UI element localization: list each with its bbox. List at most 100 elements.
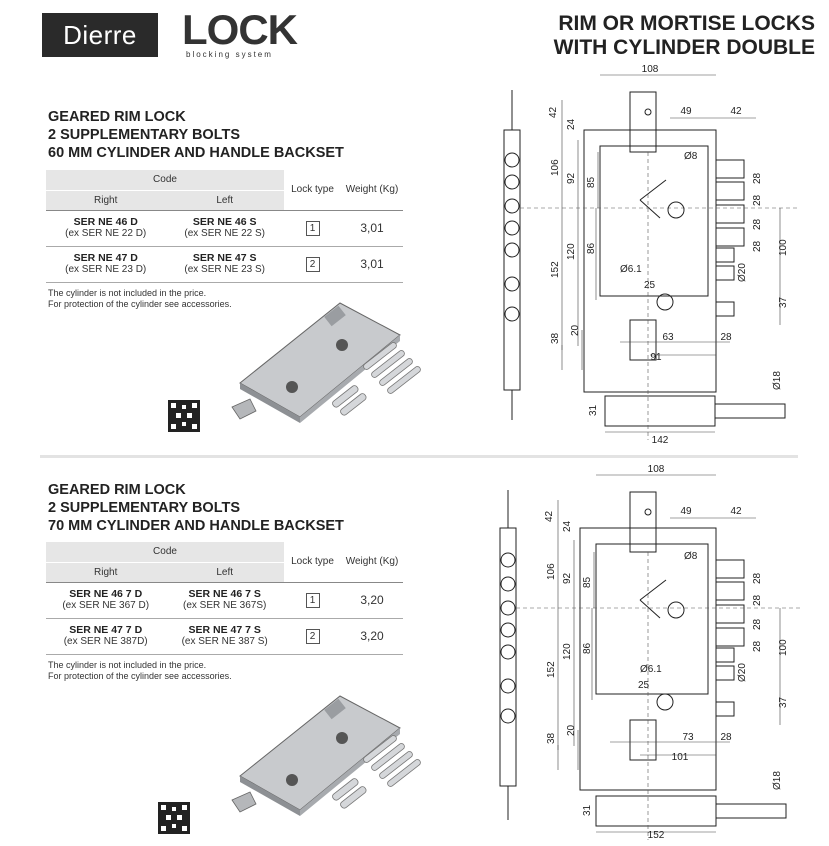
lock-type-value: 1 [305, 220, 320, 236]
dim-label: 49 [680, 506, 692, 517]
code-left: SER NE 47 7 S [188, 624, 261, 636]
section-1-code-table: Code Lock type Weight (Kg) Right Left SE… [46, 170, 403, 283]
weight-value: 3,20 [360, 628, 384, 643]
weight-header: Weight (Kg) [341, 170, 403, 210]
lock-type-value: 1 [305, 592, 320, 608]
lock-type-value: 2 [305, 628, 320, 644]
dim-label: 120 [562, 643, 573, 660]
section-title-line: GEARED RIM LOCK [48, 109, 186, 125]
dim-label: 20 [566, 724, 577, 736]
code-header: Code [46, 170, 284, 191]
code-left-ex: (ex SER NE 22 S) [184, 228, 265, 239]
dim-label: 28 [752, 240, 763, 252]
lock-type-header: Lock type [284, 542, 341, 582]
dim-label: 101 [672, 752, 689, 763]
code-right-ex: (ex SER NE 367 D) [62, 600, 150, 611]
note-line: The cylinder is not included in the pric… [48, 660, 207, 670]
gear-pattern-icon [158, 802, 190, 834]
dim-label: 24 [562, 520, 573, 532]
section-1-technical-drawing: 108 49 42 42 24 Ø8 106 92 85 28 28 28 28… [503, 64, 800, 445]
weight-value: 3,01 [360, 220, 384, 235]
dim-label: 37 [778, 296, 789, 308]
weight-value: 3,20 [360, 592, 384, 607]
code-right: SER NE 46 D [73, 216, 138, 228]
table-row: SER NE 46 7 D(ex SER NE 367 D) SER NE 46… [46, 582, 403, 618]
right-header: Right [46, 190, 166, 210]
dim-label: Ø6.1 [640, 664, 662, 675]
table-row: SER NE 46 D(ex SER NE 22 D) SER NE 46 S(… [46, 210, 403, 246]
dim-label: 20 [570, 324, 581, 336]
dim-label: 91 [650, 352, 662, 363]
dim-label: 85 [586, 176, 597, 188]
section-title-line: 70 MM CYLINDER AND HANDLE BACKSET [48, 518, 344, 534]
dierre-logo: Dierre [42, 13, 158, 57]
dim-label: Ø18 [772, 771, 783, 790]
gear-pattern-icon [168, 400, 200, 432]
right-header: Right [46, 562, 166, 582]
section-2-title: GEARED RIM LOCK 2 SUPPLEMENTARY BOLTS 70… [48, 481, 344, 535]
dim-label: 28 [752, 194, 763, 206]
dim-label: 38 [546, 732, 557, 744]
lock-logo-sub: blocking system [186, 50, 273, 59]
dim-label: 28 [752, 618, 763, 630]
section-2-code-table: Code Lock type Weight (Kg) Right Left SE… [46, 542, 403, 655]
dim-label: 108 [648, 464, 665, 475]
dim-label: 73 [682, 732, 694, 743]
code-left-ex: (ex SER NE 23 S) [184, 264, 265, 275]
dim-label: 28 [752, 640, 763, 652]
weight-header: Weight (Kg) [341, 542, 403, 582]
dim-label: 86 [582, 642, 593, 654]
table-row: SER NE 47 7 D(ex SER NE 387D) SER NE 47 … [46, 618, 403, 654]
dim-label: 42 [548, 106, 559, 118]
lock-product-image [231, 302, 421, 423]
page-title-line2: WITH CYLINDER DOUBLE [553, 36, 815, 59]
dim-label: 28 [752, 594, 763, 606]
weight-value: 3,01 [360, 256, 384, 271]
code-left: SER NE 47 S [192, 252, 257, 264]
dim-label: 31 [588, 404, 599, 416]
code-left: SER NE 46 S [192, 216, 257, 228]
section-2-notes: The cylinder is not included in the pric… [48, 660, 232, 682]
dim-label: 28 [752, 572, 763, 584]
dim-label: 42 [730, 106, 742, 117]
section-2-technical-drawing: 108 49 42 42 24 Ø8 106 92 85 28 28 28 28… [499, 464, 800, 841]
dim-label: 108 [642, 64, 659, 75]
code-right: SER NE 46 7 D [69, 588, 143, 600]
lock-type-header: Lock type [284, 170, 341, 210]
dim-label: 28 [720, 732, 732, 743]
dim-label: Ø6.1 [620, 264, 642, 275]
code-left-ex: (ex SER NE 387 S) [181, 636, 268, 647]
section-1-notes: The cylinder is not included in the pric… [48, 288, 232, 310]
code-right-ex: (ex SER NE 23 D) [65, 264, 147, 275]
section-title-line: 2 SUPPLEMENTARY BOLTS [48, 127, 241, 143]
dim-label: 120 [566, 243, 577, 260]
note-line: For protection of the cylinder see acces… [48, 671, 232, 681]
code-right: SER NE 47 7 D [69, 624, 143, 636]
dim-label: 100 [778, 239, 789, 256]
dim-label: 152 [550, 261, 561, 278]
dim-label: 31 [582, 804, 593, 816]
dim-label: Ø20 [737, 663, 748, 682]
dim-label: 37 [778, 696, 789, 708]
table-row: SER NE 47 D(ex SER NE 23 D) SER NE 47 S(… [46, 246, 403, 282]
dim-label: 152 [546, 661, 557, 678]
dim-label: 25 [644, 280, 656, 291]
dim-label: 100 [778, 639, 789, 656]
dim-label: 86 [586, 242, 597, 254]
dim-label: Ø8 [684, 151, 698, 162]
dim-label: 38 [550, 332, 561, 344]
dim-label: 152 [648, 830, 665, 841]
dim-label: Ø20 [737, 263, 748, 282]
note-line: For protection of the cylinder see acces… [48, 299, 232, 309]
dim-label: 49 [680, 106, 692, 117]
page-title: RIM OR MORTISE LOCKS WITH CYLINDER DOUBL… [554, 12, 815, 60]
left-header: Left [165, 190, 284, 210]
dim-label: 24 [566, 118, 577, 130]
dim-label: 28 [752, 172, 763, 184]
page-title-line1: RIM OR MORTISE LOCKS [558, 12, 815, 35]
dim-label: 106 [546, 563, 557, 580]
code-left: SER NE 46 7 S [188, 588, 261, 600]
section-title-line: 2 SUPPLEMENTARY BOLTS [48, 500, 241, 516]
dim-label: 92 [562, 572, 573, 584]
left-header: Left [165, 562, 284, 582]
